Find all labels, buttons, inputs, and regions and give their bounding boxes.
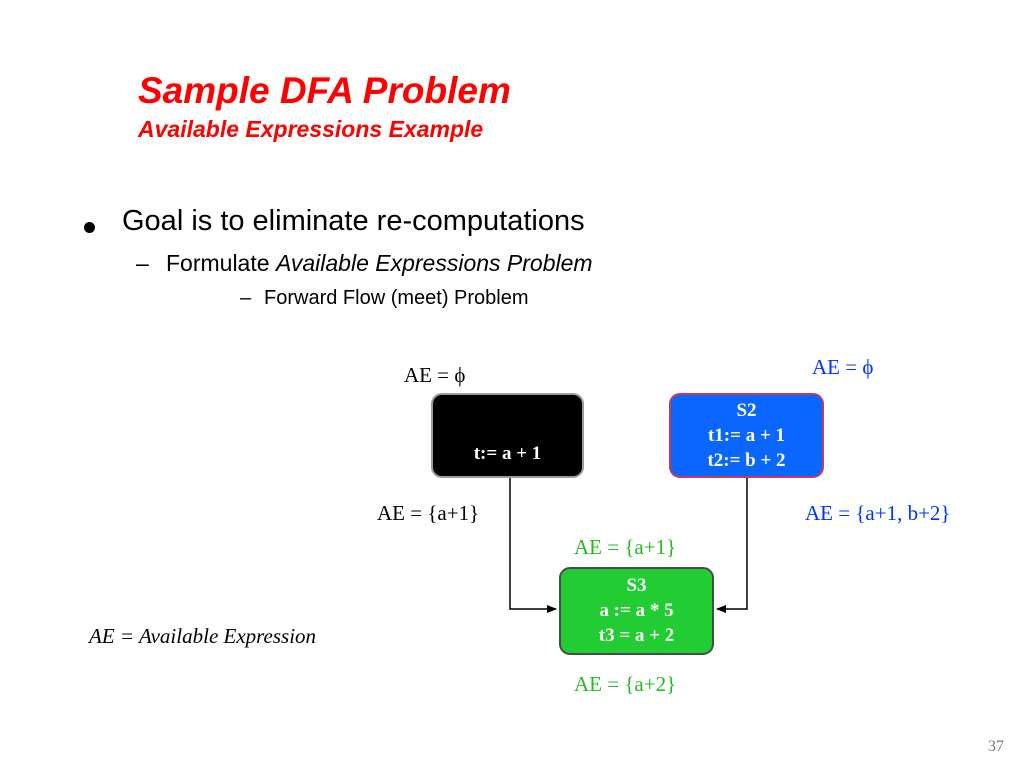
page-number: 37 [988, 738, 1004, 755]
bullet-dash: – [240, 287, 252, 309]
ae-out-s1-label: AE = {a+1} [377, 501, 480, 525]
edge-s1-to-s3 [509, 478, 557, 613]
slide-subtitle: Available Expressions Example [138, 116, 484, 142]
block-s2-line: t1:= a + 1 [707, 425, 786, 446]
block-s1: t:= a + 1 [431, 393, 584, 478]
block-s2: S2 t1:= a + 1 t2:= b + 2 [669, 393, 824, 478]
ae-out-s3-label: AE = {a+2} [574, 672, 677, 696]
block-s3-line: a := a * 5 [599, 600, 674, 621]
ae-out-s2-label: AE = {a+1, b+2} [805, 501, 951, 525]
block-s3: S3 a := a * 5 t3 = a + 2 [559, 567, 714, 655]
block-s2-label: S2 [736, 400, 757, 421]
slide-title: Sample DFA Problem [138, 70, 511, 111]
bullet-dash: – [136, 250, 149, 276]
block-s3-label: S3 [626, 575, 647, 596]
block-s3-line: t3 = a + 2 [598, 625, 675, 646]
bullet-level3: Forward Flow (meet) Problem [264, 287, 529, 309]
ae-in-s1-label: AE = ϕ [404, 363, 466, 387]
legend-note: AE = Available Expression [89, 624, 317, 648]
bullet-level2: Formulate Available Expressions Problem [166, 250, 593, 277]
ae-in-s3-label: AE = {a+1} [574, 535, 677, 559]
edge-s2-to-s3 [716, 478, 748, 613]
bullet-level1: Goal is to eliminate re-computations [122, 205, 585, 237]
bullet-dot [84, 222, 95, 233]
block-s1-line: t:= a + 1 [473, 443, 542, 464]
bullet-level2-prefix: Formulate [166, 250, 270, 276]
block-s2-line: t2:= b + 2 [707, 450, 786, 471]
bullet-level2-emphasis: Available Expressions Problem [275, 250, 593, 276]
ae-in-s2-label: AE = ϕ [812, 355, 874, 379]
